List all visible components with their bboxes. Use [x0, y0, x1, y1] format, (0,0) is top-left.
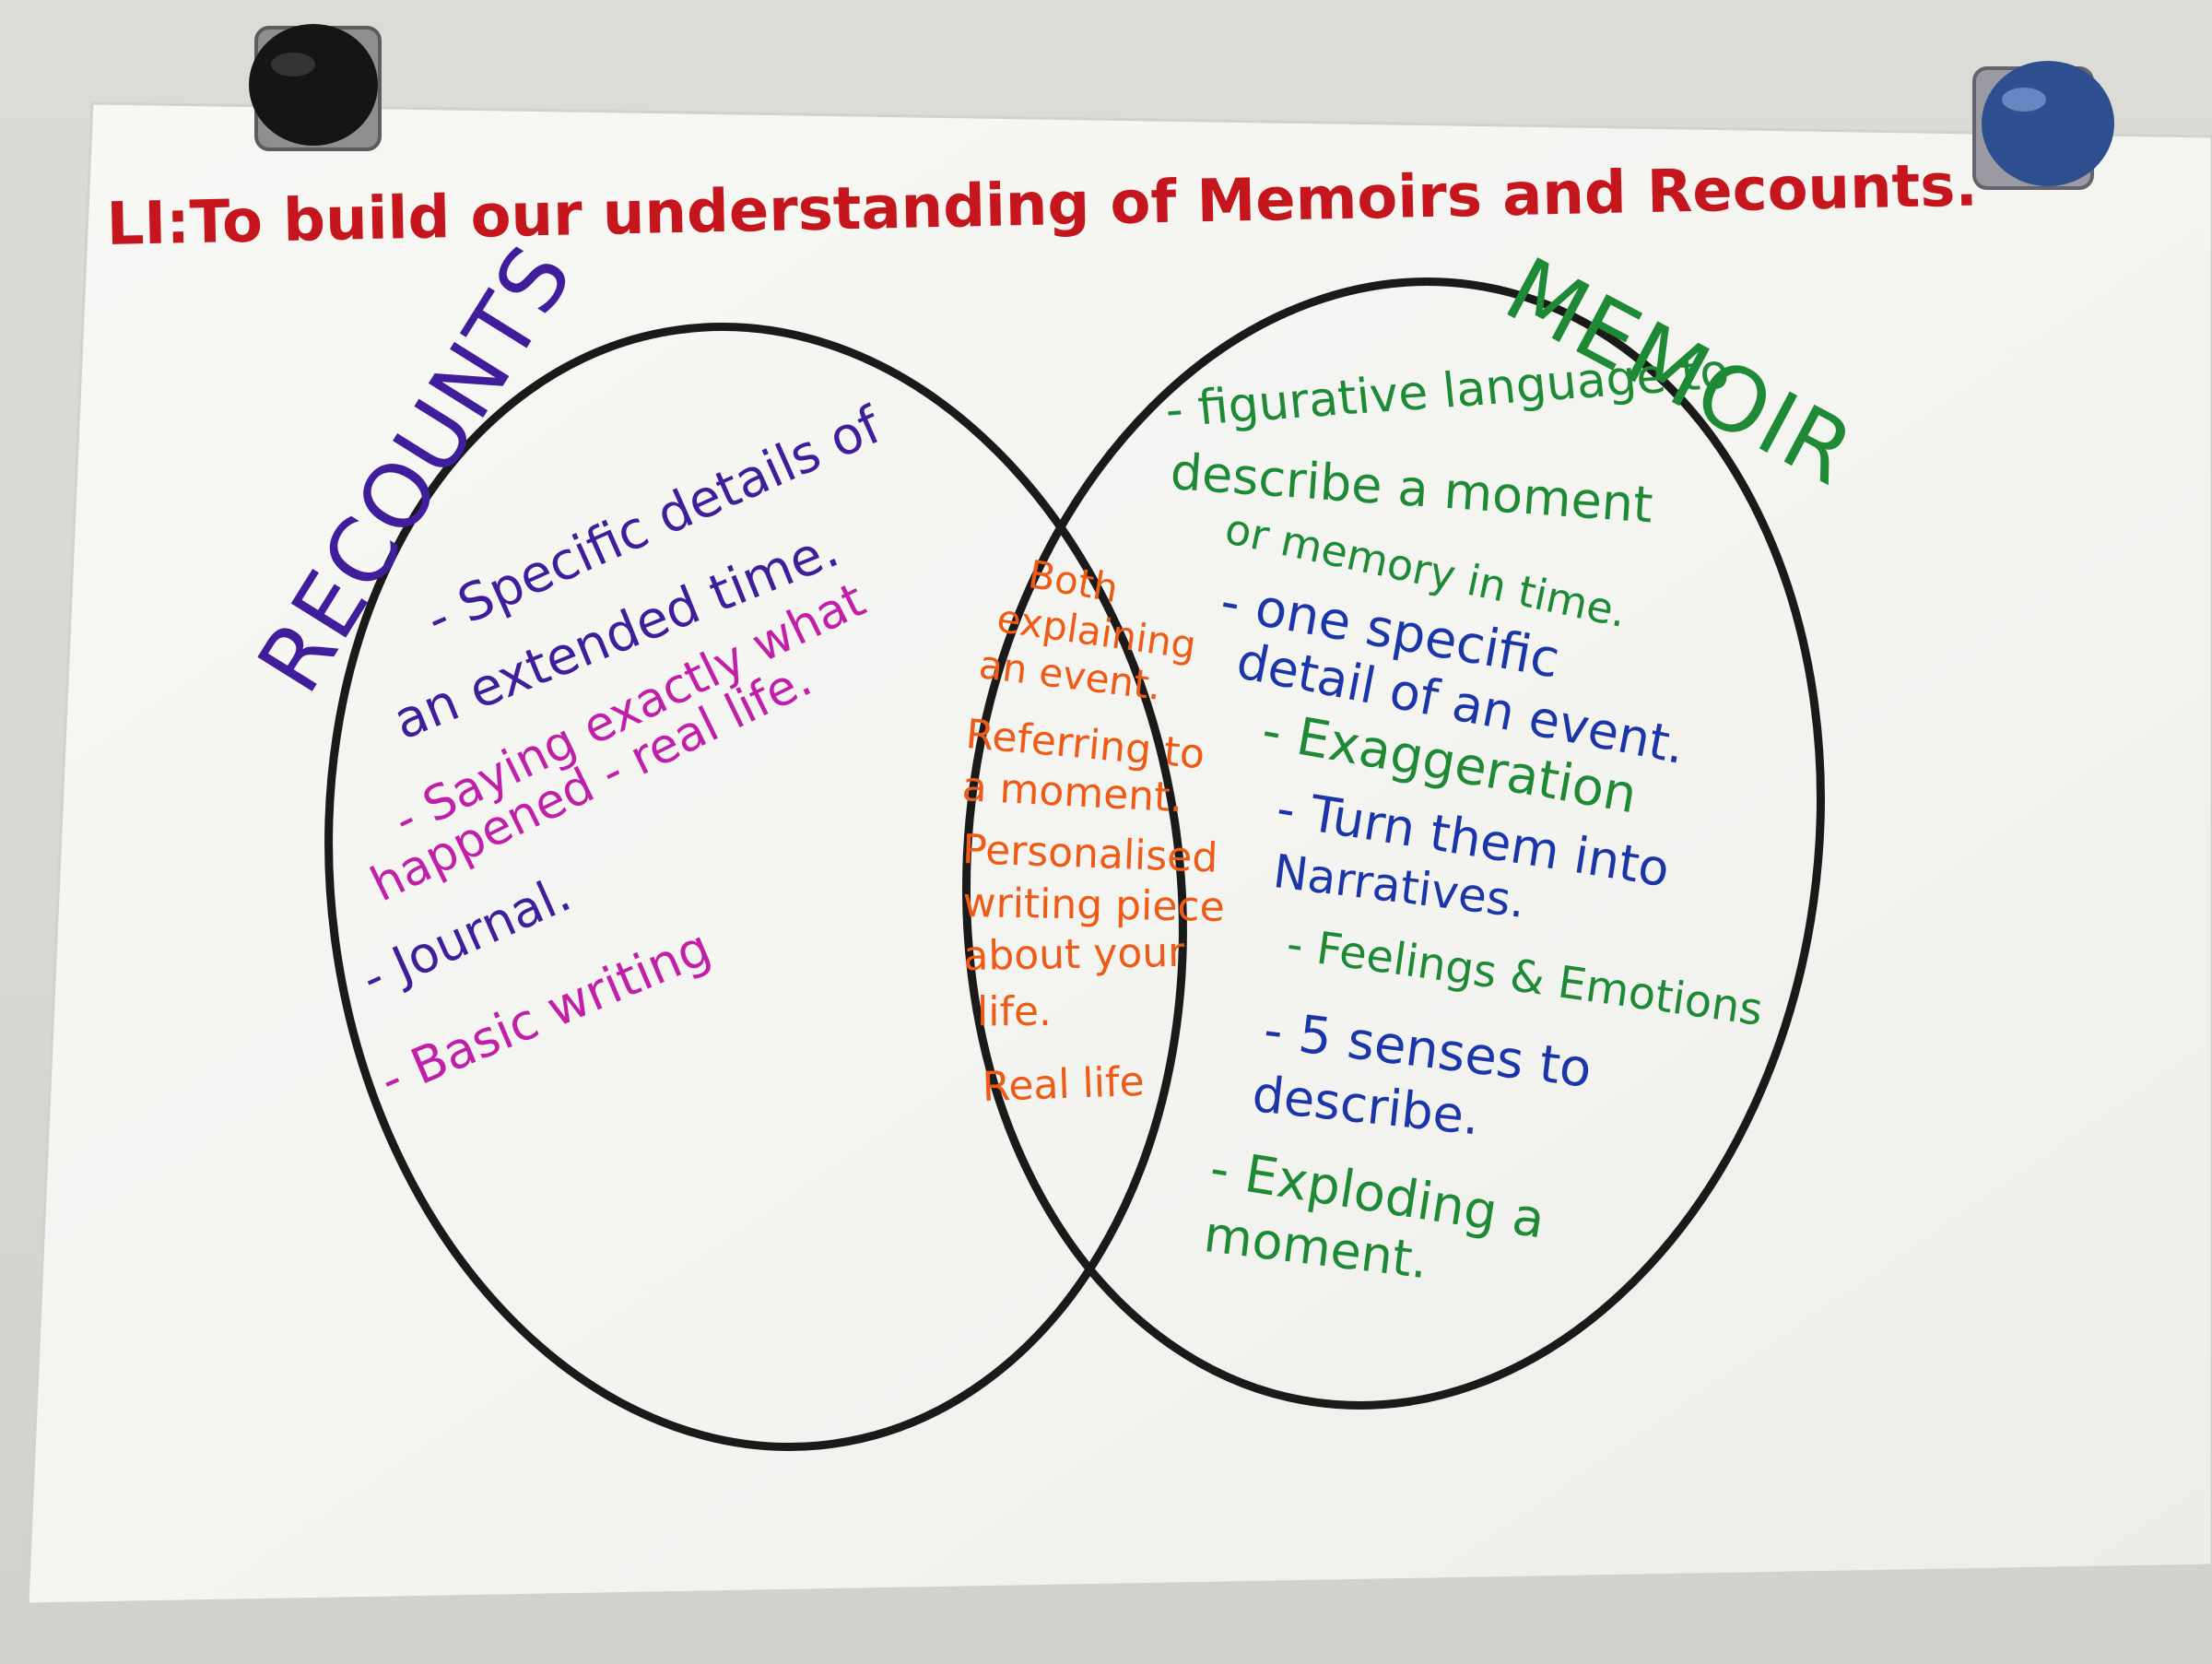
list-item: about your [962, 928, 1185, 980]
venn-right-circle [962, 277, 1825, 1410]
list-item: writing piece [962, 879, 1226, 931]
list-item: Personalised [961, 826, 1219, 882]
venn-left-circle [324, 323, 1187, 1451]
magnet-icon-black [249, 24, 382, 151]
magnet-icon-blue [1972, 61, 2114, 190]
list-item: a moment. [960, 763, 1184, 822]
list-item: Real life [981, 1057, 1146, 1111]
list-item: life. [977, 988, 1052, 1035]
